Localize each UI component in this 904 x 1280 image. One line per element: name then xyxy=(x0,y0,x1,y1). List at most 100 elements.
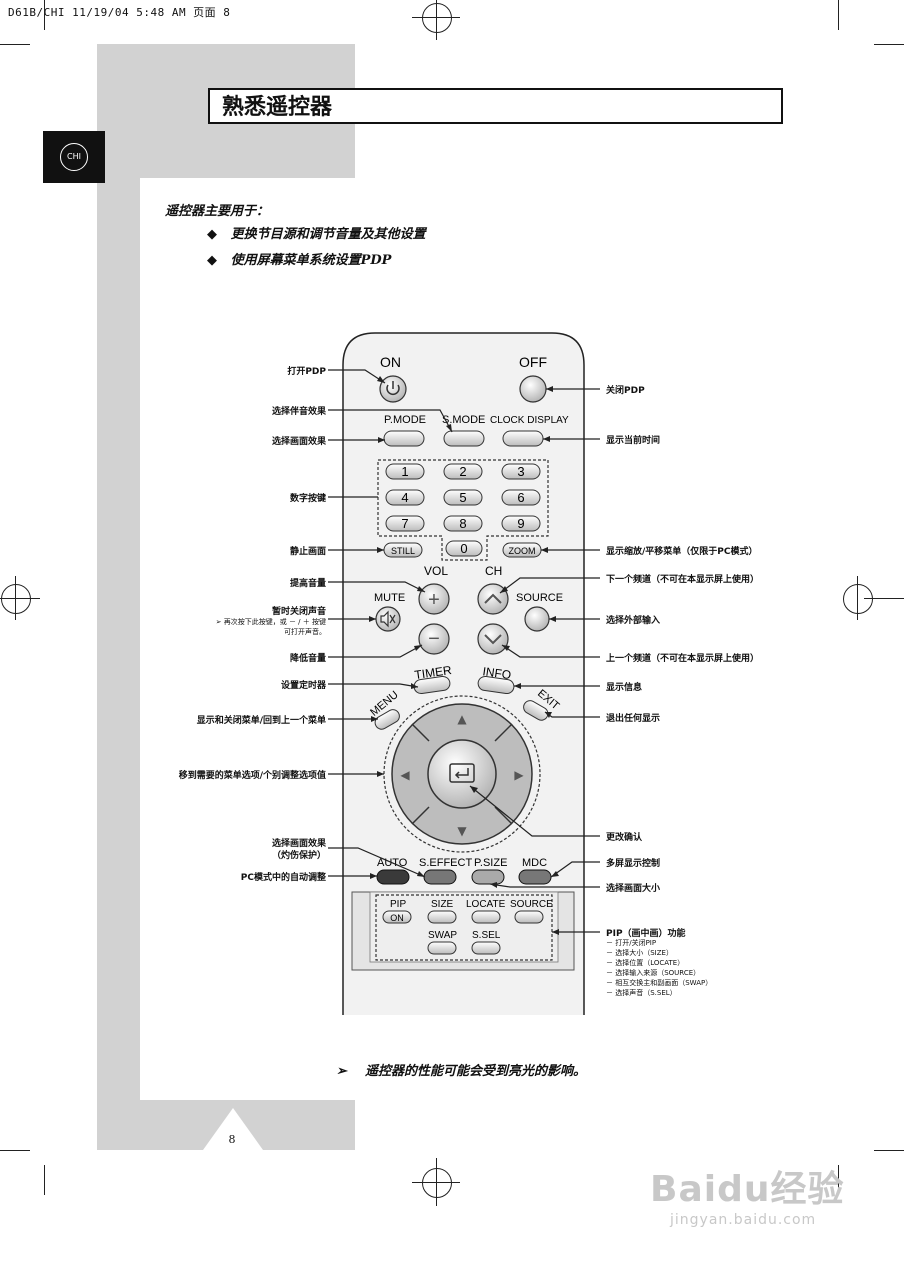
right-arrow-icon[interactable]: ▶ xyxy=(514,768,524,782)
number-pad: 1 2 3 4 5 6 7 8 9 0 xyxy=(385,463,541,557)
registration-mark xyxy=(422,3,452,33)
mute-label: MUTE xyxy=(374,592,405,604)
info-button[interactable] xyxy=(477,675,515,695)
ch-down-button[interactable] xyxy=(477,623,509,655)
pip-on-label: ON xyxy=(390,913,404,923)
watermark: Baidu经验 jingyan.baidu.com xyxy=(650,1160,844,1228)
clock-display-button[interactable] xyxy=(502,430,544,447)
pip-locate-button[interactable] xyxy=(471,910,501,924)
digit-1-button[interactable] xyxy=(385,463,425,480)
digit-8-button[interactable] xyxy=(443,515,483,532)
plus-icon: + xyxy=(428,589,440,611)
bullet-item: ◆ 更换节目源和调节音量及其他设置 xyxy=(207,223,426,242)
intro-text: 遥控器主要用于： xyxy=(165,204,270,219)
auto-button[interactable] xyxy=(376,869,410,885)
crop-mark xyxy=(874,44,904,45)
chevron-down-icon xyxy=(484,634,502,645)
down-arrow-icon[interactable]: ▼ xyxy=(457,824,467,838)
label-zoom: 显示缩放/平移菜单（仅限于PC模式） xyxy=(606,547,758,557)
label-clock: 显示当前时间 xyxy=(606,436,661,446)
ch-up-button[interactable] xyxy=(477,583,509,615)
crop-mark xyxy=(0,1150,30,1151)
digit-0-button[interactable] xyxy=(445,540,483,557)
label-still: 静止画面 xyxy=(289,547,326,557)
p-size-button[interactable] xyxy=(471,869,505,885)
pip-controls: PIP SIZE LOCATE SOURCE ON SWAP S.SEL xyxy=(382,899,553,955)
language-tab: CHI xyxy=(43,131,105,183)
label-navigate: 移到需要的菜单选项/个别调整选项值 xyxy=(178,771,326,781)
mdc-label: MDC xyxy=(522,857,547,869)
digit-3-button[interactable] xyxy=(501,463,541,480)
crop-mark xyxy=(412,1182,460,1183)
label-mute: 暂时关闭声音 xyxy=(271,607,326,617)
digit-1-label: 1 xyxy=(401,464,408,479)
label-number-keys: 数字按键 xyxy=(289,494,326,504)
pip-source-label: SOURCE xyxy=(510,899,553,910)
digit-6-label: 6 xyxy=(517,490,524,505)
crop-mark xyxy=(44,0,45,30)
crop-mark xyxy=(44,1165,45,1195)
label-s-effect: 选择画面效果 xyxy=(271,839,326,849)
label-vol-down: 降低音量 xyxy=(289,654,326,664)
source-button[interactable] xyxy=(524,606,550,632)
source-label: SOURCE xyxy=(516,592,563,604)
print-header: D61B/CHI 11/19/04 5:48 AM 页面 8 xyxy=(8,6,231,19)
pip-swap-button[interactable] xyxy=(427,941,457,955)
crop-mark xyxy=(0,598,40,599)
page-number: 8 xyxy=(228,1133,236,1146)
bullet-item: ◆ 使用屏幕菜单系统设置PDP xyxy=(207,249,391,268)
digit-8-label: 8 xyxy=(459,516,466,531)
bullet-text: 更换节目源和调节音量及其他设置 xyxy=(230,227,426,242)
minus-icon: − xyxy=(428,628,440,650)
enter-button[interactable] xyxy=(427,739,497,809)
power-off-button[interactable] xyxy=(519,375,547,403)
pip-ssel-button[interactable] xyxy=(471,941,501,955)
vol-up-button[interactable] xyxy=(418,583,450,615)
pip-on-button[interactable] xyxy=(382,910,412,924)
pip-source-button[interactable] xyxy=(514,910,544,924)
crop-mark xyxy=(0,44,30,45)
crop-mark xyxy=(436,0,437,40)
digit-6-button[interactable] xyxy=(501,489,541,506)
label-mdc: 多屏显示控制 xyxy=(606,859,661,869)
pip-outline xyxy=(375,894,553,961)
bullet-icon: ◆ xyxy=(207,253,217,268)
up-arrow-icon[interactable]: ▲ xyxy=(457,712,467,726)
pip-inner-panel xyxy=(369,891,559,963)
digit-4-button[interactable] xyxy=(385,489,425,506)
enter-icon xyxy=(449,763,475,783)
digit-3-label: 3 xyxy=(517,464,524,479)
digit-9-button[interactable] xyxy=(501,515,541,532)
label-auto: PC模式中的自动调整 xyxy=(240,873,326,883)
bullet-icon: ◆ xyxy=(207,227,217,242)
page-title: 熟悉遥控器 xyxy=(208,88,783,124)
digit-5-label: 5 xyxy=(459,490,466,505)
digit-5-button[interactable] xyxy=(443,489,483,506)
vol-down-button[interactable] xyxy=(418,623,450,655)
number-pad-outline xyxy=(377,459,549,561)
p-mode-label: P.MODE xyxy=(384,414,426,426)
p-mode-button[interactable] xyxy=(383,430,425,447)
pip-swap-label: SWAP xyxy=(428,930,457,941)
pip-size-button[interactable] xyxy=(427,910,457,924)
label-pip-item: － 选择声音（S.SEL） xyxy=(606,989,677,997)
ch-label: CH xyxy=(485,564,502,578)
mute-icon xyxy=(380,610,396,628)
exit-button[interactable] xyxy=(521,698,550,722)
digit-7-button[interactable] xyxy=(385,515,425,532)
crop-mark xyxy=(15,576,16,620)
s-mode-label: S.MODE xyxy=(442,414,485,426)
p-size-label: P.SIZE xyxy=(474,857,507,869)
crop-mark xyxy=(838,0,839,30)
mdc-button[interactable] xyxy=(518,869,552,885)
label-menu: 显示和关闭菜单/回到上一个菜单 xyxy=(196,716,326,726)
label-timer: 设置定时器 xyxy=(280,681,326,691)
s-effect-button[interactable] xyxy=(423,869,457,885)
left-arrow-icon[interactable]: ◀ xyxy=(400,768,410,782)
label-pip-item: － 打开/关闭PIP xyxy=(606,939,657,947)
label-power-off: 关闭PDP xyxy=(606,386,645,396)
menu-button[interactable] xyxy=(373,707,402,731)
label-sound-effect: 选择伴音效果 xyxy=(271,407,326,417)
s-mode-button[interactable] xyxy=(443,430,485,447)
digit-2-button[interactable] xyxy=(443,463,483,480)
